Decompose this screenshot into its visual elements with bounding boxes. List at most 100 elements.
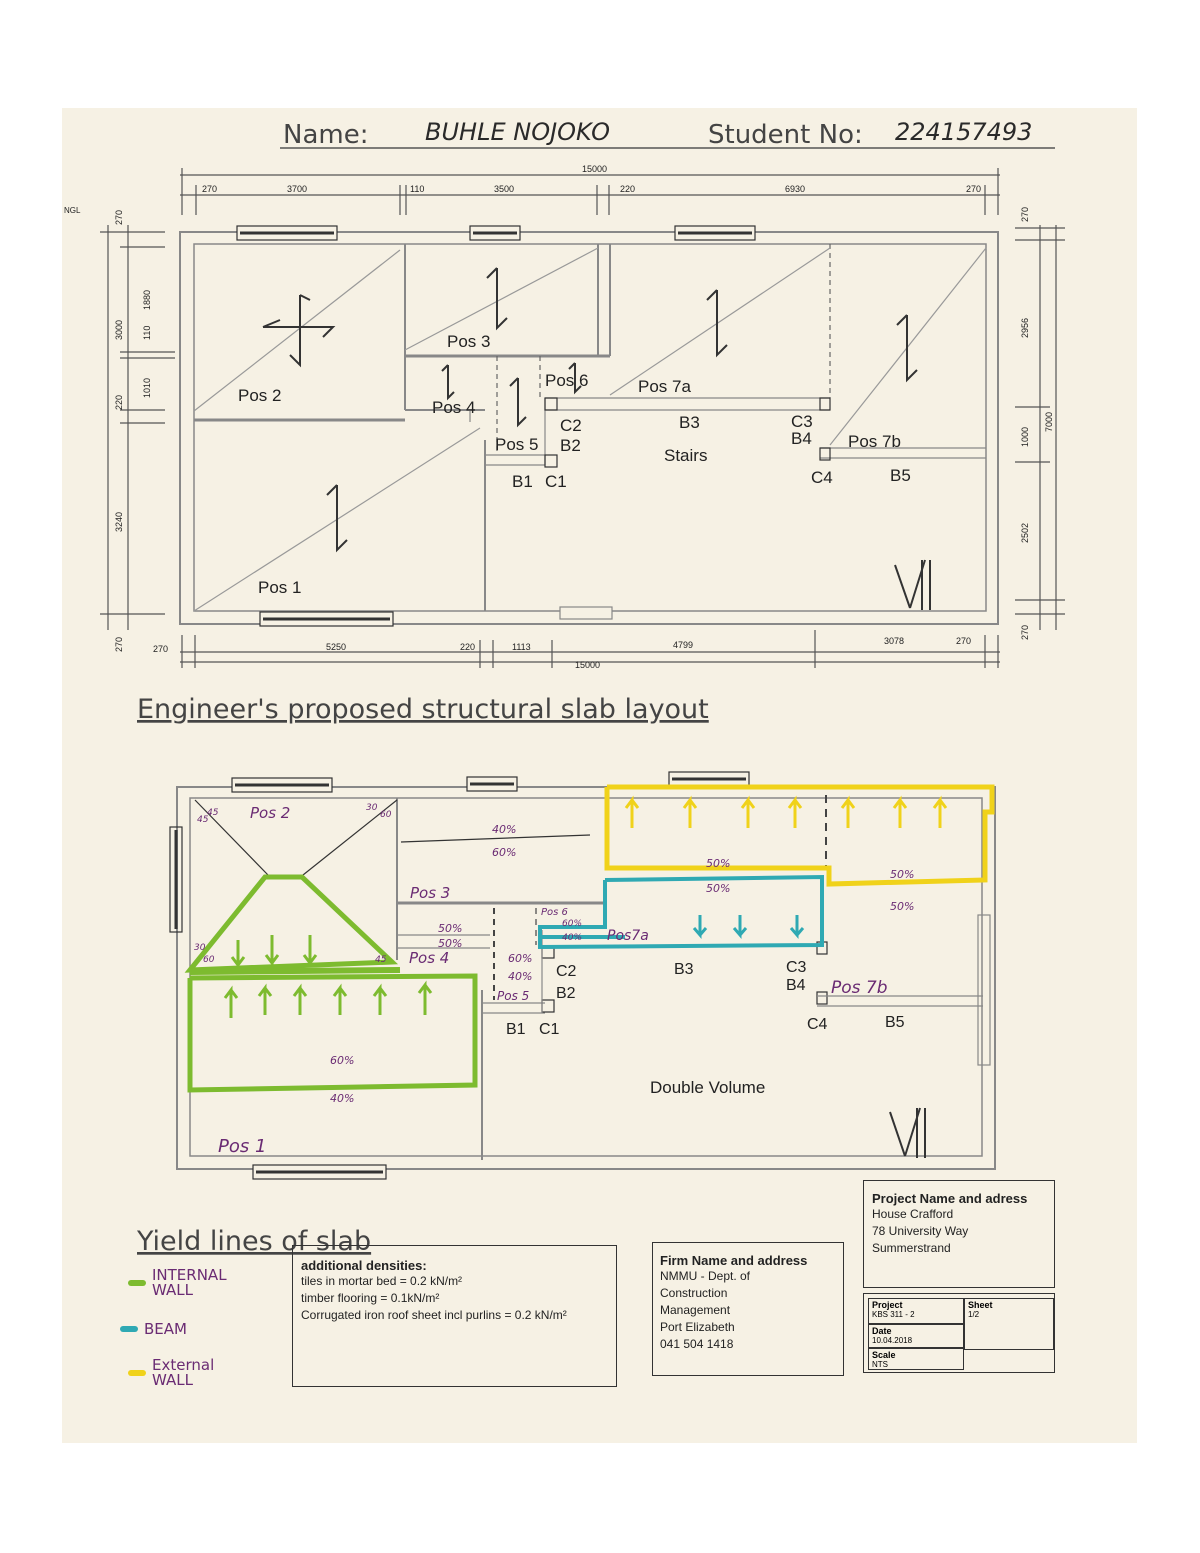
north-arrow-icon	[894, 559, 931, 610]
dim-left-3: 110	[142, 326, 152, 340]
pct-pos7a-bot: 50%	[706, 882, 730, 895]
firm-line-5: 041 504 1418	[660, 1337, 734, 1351]
pct-pos3-bot: 60%	[492, 846, 516, 859]
dim-bottom-2: 5250	[326, 642, 346, 652]
project-box: Project Name and adress House Crafford 7…	[863, 1180, 1055, 1288]
bottom-b3: B3	[674, 961, 694, 978]
legend-swatch-external-wall	[128, 1370, 146, 1376]
bottom-caption: Yield lines of slab	[136, 1226, 371, 1257]
angle-60-b: 60	[203, 955, 215, 965]
top-pos7b: Pos 7b	[848, 432, 901, 451]
bottom-c1: C1	[539, 1021, 560, 1038]
top-b2: B2	[560, 436, 581, 455]
dimension-right	[1015, 225, 1065, 630]
legend-item-external-wall: External WALL	[128, 1358, 252, 1388]
dim-right-4: 7000	[1044, 412, 1054, 432]
top-b3: B3	[679, 413, 700, 432]
top-stairs: Stairs	[664, 446, 707, 465]
top-pos6: Pos 6	[545, 371, 588, 390]
firm-line-2: Construction	[660, 1286, 728, 1300]
dim-left-1: 270	[114, 210, 124, 225]
pct-pos6-top: 60%	[562, 919, 582, 929]
tb-project: Project KBS 311 - 2	[868, 1298, 964, 1324]
yield-lines-beam	[538, 874, 824, 950]
dim-top-1: 270	[202, 184, 217, 194]
load-arrows-blue	[692, 915, 805, 940]
bottom-b4: B4	[786, 977, 806, 994]
top-pos7a: Pos 7a	[638, 377, 691, 396]
project-title: Project Name and adress	[872, 1191, 1028, 1206]
header: Name: BUHLE NOJOKO Student No: 224157493	[280, 118, 1055, 150]
dim-right-5: 2502	[1020, 523, 1030, 543]
bottom-pos6: Pos 6	[541, 907, 568, 918]
dim-right-2: 2956	[1020, 318, 1030, 338]
dim-top-4: 3500	[494, 184, 514, 194]
pct-pos6-bot: 40%	[562, 933, 582, 943]
top-plan-labels: 15000 270 3700 110 3500 220 6930 270 150…	[64, 164, 1054, 725]
load-arrows-green	[223, 935, 433, 1018]
bottom-pos5: Pos 5	[497, 989, 529, 1003]
bottom-plan-labels: Pos 2 Pos 3 Pos 4 Pos 5 Pos 6 Pos7a Pos …	[136, 803, 914, 1257]
dim-bottom-1: 270	[153, 644, 168, 654]
bottom-pos4: Pos 4	[409, 949, 449, 967]
project-line-3: Summerstrand	[872, 1241, 951, 1255]
angle-45-b: 45	[207, 808, 219, 818]
angle-60-a: 60	[380, 810, 392, 820]
firm-line-1: NMMU - Dept. of	[660, 1269, 751, 1283]
top-b5: B5	[890, 466, 911, 485]
density-line-1: tiles in mortar bed = 0.2 kN/m²	[301, 1274, 463, 1288]
tb-date-label: Date	[872, 1326, 892, 1336]
bottom-pos7b: Pos 7b	[831, 978, 888, 998]
pct-pos5-bot: 40%	[508, 970, 532, 983]
top-pos1: Pos 1	[258, 578, 301, 597]
dim-top-3: 110	[410, 184, 424, 194]
tb-sheet: Sheet 1/2	[964, 1298, 1054, 1350]
pct-pos1-bot: 40%	[330, 1092, 354, 1105]
name-value: BUHLE NOJOKO	[425, 118, 610, 146]
student-label: Student No:	[708, 120, 863, 150]
bottom-outer-wall	[176, 786, 996, 1170]
dim-left-6: 220	[114, 395, 124, 410]
legend-label-internal-wall: INTERNAL WALL	[152, 1266, 227, 1299]
dim-right-3: 1000	[1020, 427, 1030, 447]
dim-bottom-overall: 15000	[575, 660, 600, 670]
dim-left-4: 3000	[114, 320, 124, 340]
dim-right-1: 270	[1020, 207, 1030, 222]
top-pos2: Pos 2	[238, 386, 281, 405]
dim-top-6: 6930	[785, 184, 805, 194]
pct-pos5-top: 60%	[508, 952, 532, 965]
dim-top-5: 220	[620, 184, 635, 194]
dim-top-7: 270	[966, 184, 981, 194]
drawing-canvas: Name: BUHLE NOJOKO Student No: 224157493	[64, 118, 1065, 1257]
angle-45-c: 45	[375, 955, 387, 965]
ngl-label: NGL	[64, 206, 81, 215]
top-pos4: Pos 4	[432, 398, 475, 417]
bottom-b5: B5	[885, 1014, 905, 1031]
angle-30-a: 30	[366, 803, 378, 813]
legend-label-external-wall: External WALL	[152, 1356, 215, 1389]
dimension-left	[100, 225, 175, 630]
pct-pos4-top: 50%	[438, 922, 462, 935]
yield-lines-external-wall	[604, 784, 995, 887]
bottom-pos1: Pos 1	[218, 1136, 266, 1157]
dim-bottom-6: 3078	[884, 636, 904, 646]
dim-bottom-5: 4799	[673, 640, 693, 650]
drawing-sheet: Name: BUHLE NOJOKO Student No: 224157493	[62, 108, 1137, 1443]
tb-project-value: KBS 311 - 2	[872, 1310, 915, 1319]
project-line-1: House Crafford	[872, 1207, 954, 1221]
yield-lines-internal-wall	[184, 874, 478, 1093]
dim-left-7: 3240	[114, 512, 124, 532]
top-outer-wall	[179, 231, 999, 625]
dimension-bottom	[180, 630, 1000, 668]
pct-pos7b-bot: 50%	[890, 900, 914, 913]
title-block: Project KBS 311 - 2 Sheet 1/2 Date 10.04…	[863, 1293, 1055, 1373]
pct-pos7b-top: 50%	[890, 868, 914, 881]
bottom-c4: C4	[807, 1016, 828, 1033]
pct-pos3-top: 40%	[492, 823, 516, 836]
bottom-b2: B2	[556, 985, 576, 1002]
firm-title: Firm Name and address	[660, 1253, 808, 1268]
tb-sheet-value: 1/2	[968, 1310, 980, 1319]
door	[559, 606, 613, 620]
firm-line-3: Management	[660, 1303, 731, 1317]
student-value: 224157493	[895, 118, 1032, 146]
